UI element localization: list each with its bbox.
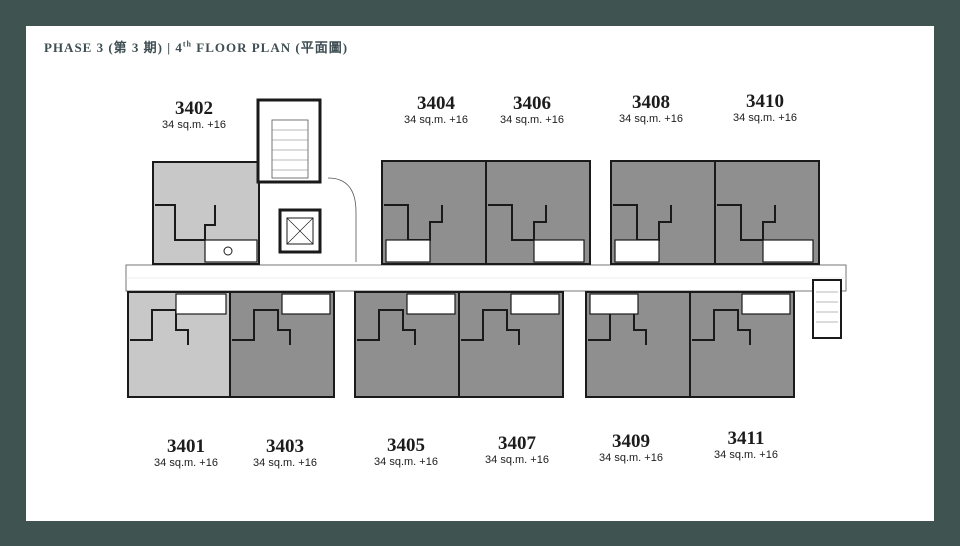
unit-3406-block [485, 160, 591, 265]
unit-number: 3409 [612, 431, 650, 452]
floor-number: 4 [175, 40, 183, 55]
unit-3408-block [610, 160, 716, 265]
unit-area: 34 sq.m. +16 [485, 454, 549, 466]
unit-3401-block [127, 291, 231, 398]
unit-number: 3408 [632, 92, 670, 113]
unit-label-3409: 3409 34 sq.m. +16 [576, 432, 686, 465]
unit-area: 34 sq.m. +16 [253, 457, 317, 469]
unit-label-3403: 3403 34 sq.m. +16 [230, 437, 340, 470]
unit-label-3405: 3405 34 sq.m. +16 [351, 436, 461, 469]
unit-number: 3407 [498, 433, 536, 454]
unit-label-3402: 3402 34 sq.m. +16 [139, 99, 249, 132]
unit-number: 3411 [727, 428, 765, 449]
unit-number: 3406 [513, 93, 551, 114]
unit-label-3407: 3407 34 sq.m. +16 [462, 434, 572, 467]
unit-label-3401: 3401 34 sq.m. +16 [131, 437, 241, 470]
unit-area: 34 sq.m. +16 [599, 452, 663, 464]
unit-label-3408: 3408 34 sq.m. +16 [596, 93, 706, 126]
unit-number: 3401 [167, 436, 205, 457]
stair-tower [256, 98, 322, 184]
unit-area: 34 sq.m. +16 [404, 114, 468, 126]
unit-label-3406: 3406 34 sq.m. +16 [477, 94, 587, 127]
unit-label-3411: 3411 34 sq.m. +16 [691, 429, 801, 462]
unit-area: 34 sq.m. +16 [162, 119, 226, 131]
unit-3410-block [714, 160, 820, 265]
unit-area: 34 sq.m. +16 [374, 456, 438, 468]
page-title: PHASE 3 (第 3 期) | 4th FLOOR PLAN (平面圖) [44, 37, 348, 56]
unit-number: 3403 [266, 436, 304, 457]
unit-area: 34 sq.m. +16 [714, 449, 778, 461]
unit-number: 3402 [175, 98, 213, 119]
unit-area: 34 sq.m. +16 [154, 457, 218, 469]
unit-3403-block [229, 291, 335, 398]
side-stair [812, 279, 842, 339]
elevator-core [278, 208, 322, 254]
unit-3405-block [354, 291, 460, 398]
unit-number: 3405 [387, 435, 425, 456]
unit-3404-block [381, 160, 487, 265]
unit-3411-block [689, 291, 795, 398]
title-separator: | [167, 40, 172, 55]
phase-label: PHASE 3 (第 3 期) [44, 40, 164, 55]
floor-ordinal: th [182, 39, 193, 49]
floor-plan-label: FLOOR PLAN (平面圖) [196, 40, 349, 55]
unit-area: 34 sq.m. +16 [619, 113, 683, 125]
unit-label-3410: 3410 34 sq.m. +16 [710, 92, 820, 125]
unit-3407-block [458, 291, 564, 398]
unit-number: 3410 [746, 91, 784, 112]
unit-3402-block [152, 161, 260, 265]
unit-3409-block [585, 291, 691, 398]
unit-number: 3404 [417, 93, 455, 114]
unit-area: 34 sq.m. +16 [733, 112, 797, 124]
unit-area: 34 sq.m. +16 [500, 114, 564, 126]
unit-label-3404: 3404 34 sq.m. +16 [381, 94, 491, 127]
